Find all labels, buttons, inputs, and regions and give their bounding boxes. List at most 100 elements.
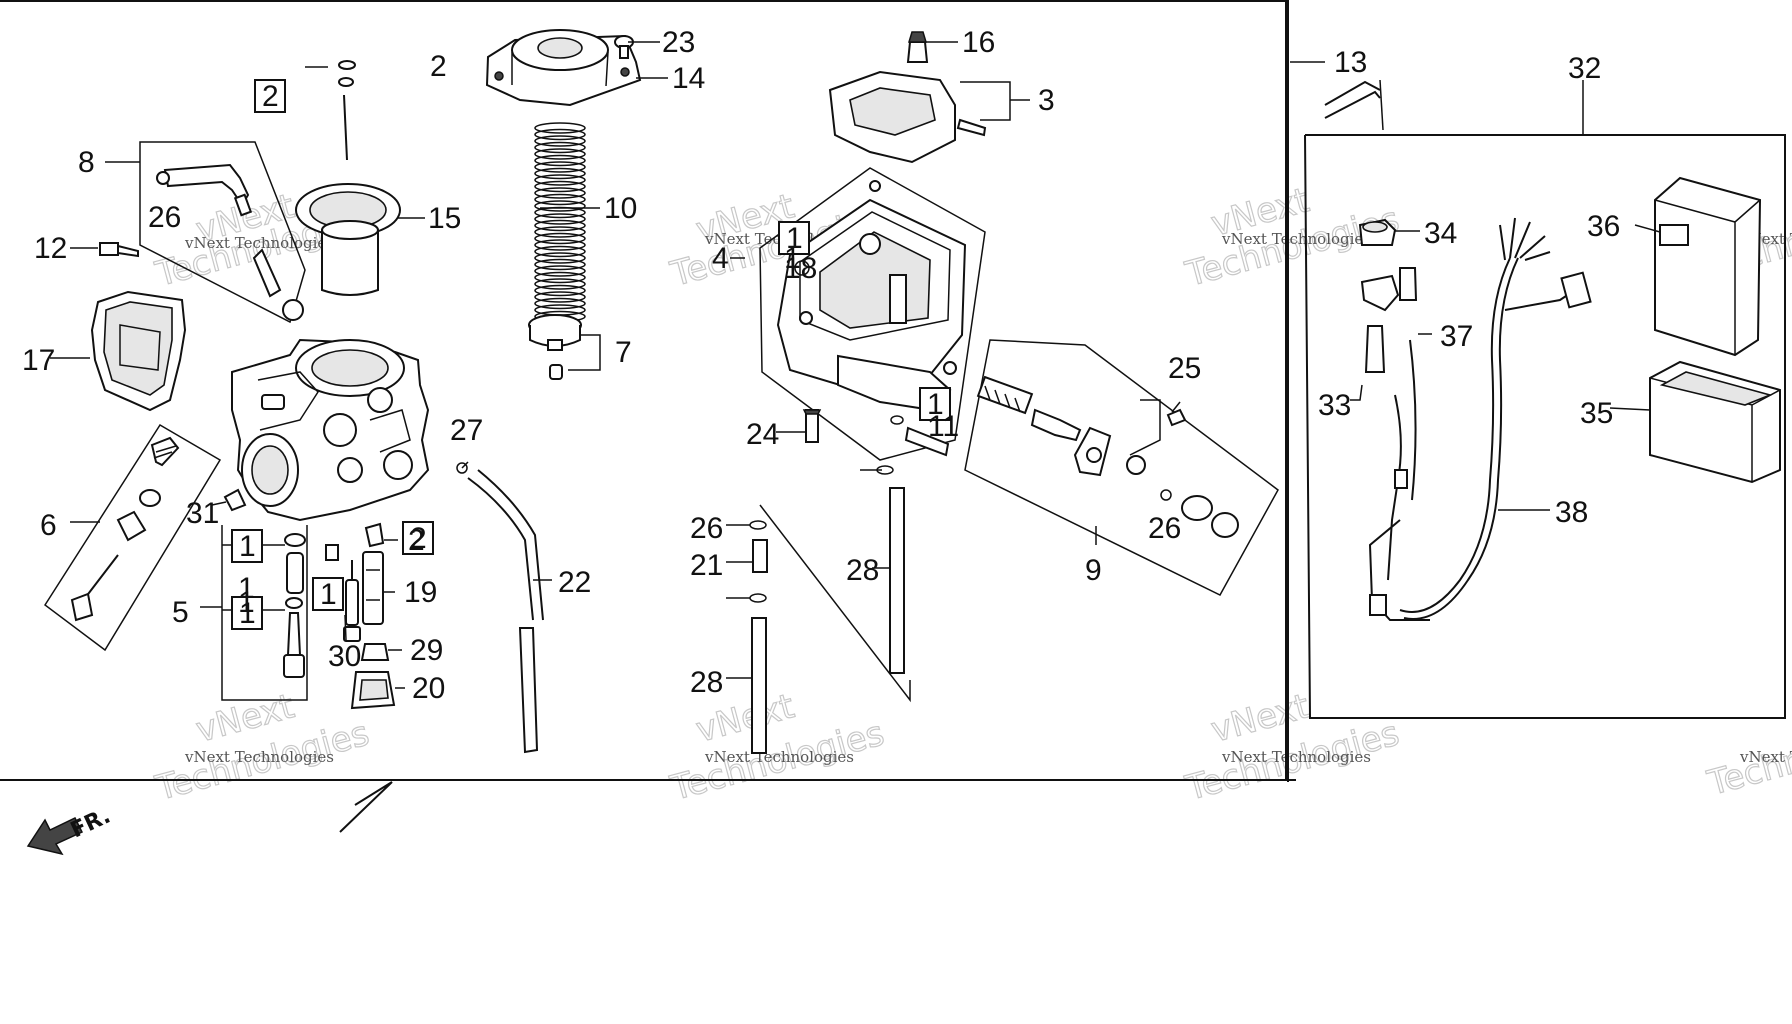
spring-coil [534,219,586,232]
spring-coil [534,174,586,186]
callout-number: 32 [1568,52,1601,85]
callout-number: 23 [662,26,695,59]
spring-coil [534,193,586,206]
watermark-text: vNext Technologies [184,748,334,766]
float-chamber [759,167,986,461]
boxed-label-frame [919,387,951,421]
air-cut-valve-8 [139,141,306,324]
callout-number: 19 [404,576,437,609]
spring-coil [534,271,586,284]
callout-number: 18 [784,252,817,285]
slide-7 [528,314,582,380]
spring-coil [534,122,586,134]
diaphragm-15 [295,183,401,296]
boxed-label-frame [254,79,286,113]
callout-number: 5 [172,596,189,629]
spring-coil [534,265,586,277]
screw-23 [614,35,634,59]
spring-coil [534,232,586,245]
callout-number: 20 [412,672,445,705]
callout-number: 3 [1038,84,1055,117]
spring-coil [534,226,586,238]
callout-number: 2 [408,524,425,557]
spring-coil [534,291,586,303]
callout-number: 31 [186,497,219,530]
callout-number: 1 [238,572,255,605]
callout-number: 1 [784,242,801,275]
callout-number: 13 [1334,46,1367,79]
callout-number: 26 [1148,512,1181,545]
watermark-text: vNext Technologies [1221,748,1371,766]
pilot-screw-6 [43,423,222,652]
spring-coil [534,187,586,199]
spring-coil [534,141,586,154]
callout-number: 17 [22,344,55,377]
callout-number: 8 [78,146,95,179]
boxed-label: 1 [239,597,256,630]
spring-coil [534,180,586,193]
spring-coil [534,161,586,173]
spring-coil [534,297,586,310]
boxed-label-frame [231,529,263,563]
jet-set-5 [221,525,308,701]
front-direction-arrow-icon: FR. [26,804,114,856]
callout-number: 37 [1440,320,1473,353]
spring-coil [534,200,586,212]
spring-10 [534,122,586,323]
callout-number: 36 [1587,210,1620,243]
callout-number: 12 [34,232,67,265]
callout-number: 11 [928,410,959,443]
callout-number: 25 [1168,352,1201,385]
callout-number: 26 [690,512,723,545]
watermark-text: vNext Technologies [184,234,334,252]
callout-number: 21 [690,549,723,582]
boxed-label-frame [402,521,434,555]
callout-number: 7 [615,336,632,369]
callout-number: 15 [428,202,461,235]
screw-31 [223,488,247,512]
callout-number: 1 [238,586,255,619]
callout-number: 35 [1580,397,1613,430]
spring-coil [534,258,586,271]
boxed-label: 2 [410,522,427,555]
accelerator-pump-3 [828,31,987,164]
top-cover-14 [485,29,642,107]
callout-number: 22 [558,566,591,599]
callout-number: 33 [1318,389,1351,422]
front-label: FR. [67,804,114,844]
callout-number: 34 [1424,217,1457,250]
spring-coil [534,252,586,264]
spring-coil [534,135,586,147]
tubes-28 [749,465,911,754]
callout-number: 28 [690,666,723,699]
callout-number: 14 [672,62,705,95]
break-mark-icon [339,80,1381,833]
boxed-label: 1 [927,388,944,421]
callout-number: 16 [962,26,995,59]
callout-number: 4 [712,242,729,275]
boxed-label: 1 [320,578,337,611]
watermark-text: vNext Technologies [704,748,854,766]
spring-coil [534,148,586,160]
callout-number: 27 [450,414,483,447]
callout-number: 29 [410,634,443,667]
callout-number: 9 [1085,554,1102,587]
leader-lines [50,41,1661,689]
cover-17 [90,290,187,412]
spring-coil [534,213,586,225]
callout-number: 26 [148,201,181,234]
carburetor-body [231,338,430,522]
boxed-label: 1 [786,222,803,255]
callout-number: 10 [604,192,637,225]
callout-number: 6 [40,509,57,542]
pump-9 [964,339,1279,596]
diagram-frame [0,0,1786,782]
jets-group [325,522,396,710]
jet-needle [338,60,356,161]
callout-number: 30 [328,640,361,673]
screw-12 [99,242,139,258]
watermark-text: vNext Technologies [1221,230,1371,248]
